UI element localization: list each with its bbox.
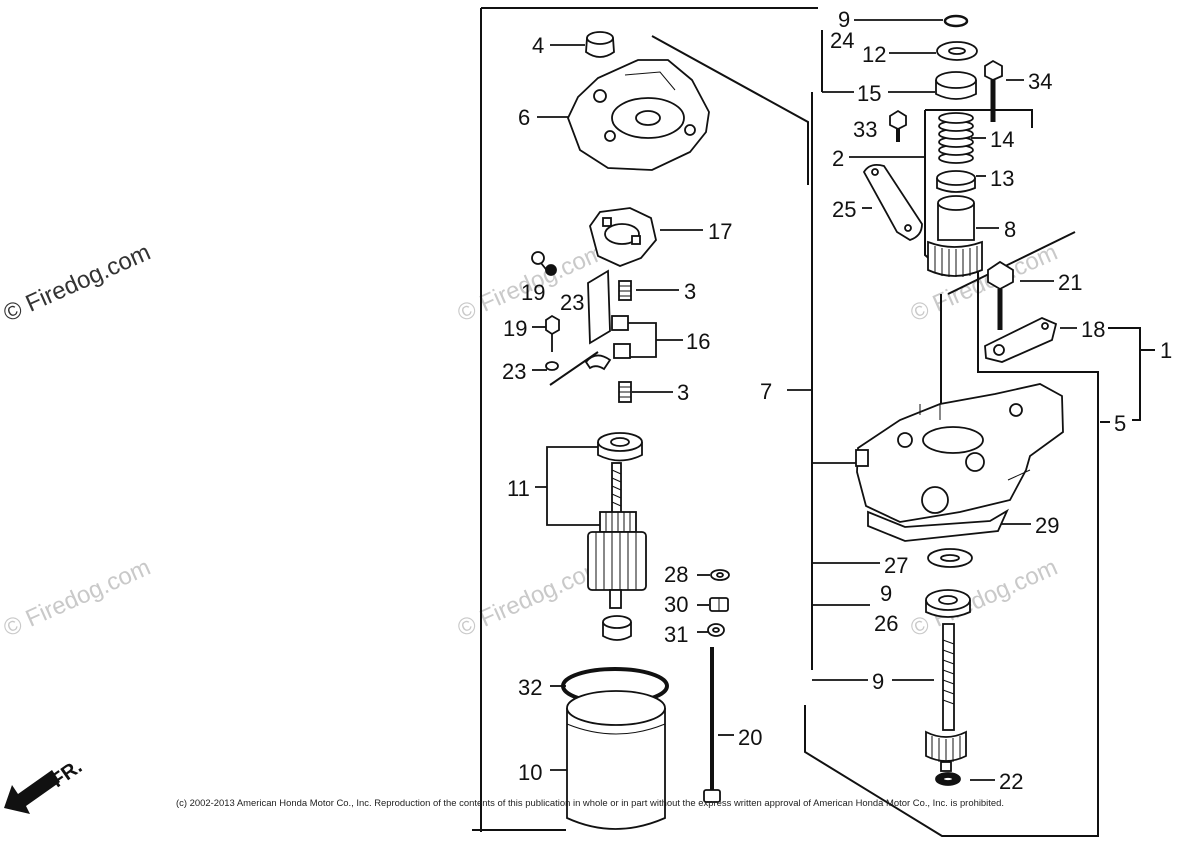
watermark-center-bottom: © Firedog.com bbox=[453, 554, 608, 643]
callout-12: 12 bbox=[862, 42, 886, 67]
callout-14: 14 bbox=[990, 127, 1014, 152]
callout-30: 30 bbox=[664, 592, 688, 617]
callout-10: 10 bbox=[518, 760, 542, 785]
callout-13: 13 bbox=[990, 166, 1014, 191]
part-29-gasket bbox=[867, 508, 1009, 542]
part-6-rear-cover bbox=[567, 59, 710, 171]
callout-24: 24 bbox=[830, 28, 854, 53]
part-5-drive-housing bbox=[855, 383, 1064, 523]
callout-8: 8 bbox=[1004, 217, 1016, 242]
part-14-spring bbox=[938, 112, 974, 164]
callout-19-upper: 19 bbox=[521, 280, 545, 305]
part-17-brush-holder bbox=[589, 207, 657, 267]
frame-lines bbox=[472, 7, 1155, 837]
part-31-washer bbox=[707, 623, 725, 637]
part-3-spring-lower bbox=[618, 381, 632, 403]
callout-33: 33 bbox=[853, 117, 877, 142]
callout-16: 16 bbox=[686, 329, 710, 354]
watermark-left-top: © Firedog.com bbox=[0, 239, 155, 328]
callout-11: 11 bbox=[507, 476, 530, 501]
copyright-notice: (c) 2002-2013 American Honda Motor Co., … bbox=[176, 798, 1004, 808]
part-10-yoke-housing bbox=[566, 690, 666, 830]
part-13-ring bbox=[936, 170, 976, 193]
part-30-nut bbox=[709, 597, 729, 612]
callout-3-upper: 3 bbox=[684, 279, 696, 304]
callout-20: 20 bbox=[738, 725, 762, 750]
callout-9-lower: 9 bbox=[872, 669, 884, 694]
callout-29: 29 bbox=[1035, 513, 1059, 538]
part-3-spring-upper bbox=[618, 280, 632, 301]
part-28-washer bbox=[710, 569, 730, 581]
part-23-washer-upper bbox=[545, 264, 557, 276]
part-26-bearing bbox=[925, 589, 971, 618]
part-11-armature bbox=[587, 432, 647, 609]
part-22-washer bbox=[935, 772, 961, 786]
part-9-circlip-top bbox=[943, 14, 969, 28]
part-8-pinion bbox=[927, 195, 983, 277]
callout-15: 15 bbox=[857, 81, 881, 106]
part-19-screw-lower bbox=[545, 314, 560, 352]
armature-bushing bbox=[602, 615, 632, 641]
part-33-bolt bbox=[889, 109, 907, 142]
callout-22: 22 bbox=[999, 769, 1023, 794]
callout-9-top: 9 bbox=[838, 7, 850, 32]
part-15-collar bbox=[935, 71, 977, 100]
part-21-bolt bbox=[987, 260, 1014, 330]
callout-5: 5 bbox=[1114, 411, 1126, 436]
part-25-plate bbox=[862, 163, 923, 241]
callout-31: 31 bbox=[664, 622, 688, 647]
callout-27: 27 bbox=[884, 553, 908, 578]
callout-2: 2 bbox=[832, 146, 844, 171]
watermark-left-bottom: © Firedog.com bbox=[0, 554, 155, 643]
callout-23-lower: 23 bbox=[502, 359, 526, 384]
callout-17: 17 bbox=[708, 219, 732, 244]
front-arrow-icon bbox=[4, 770, 60, 814]
callout-6: 6 bbox=[518, 105, 530, 130]
callout-18: 18 bbox=[1081, 317, 1105, 342]
callout-34: 34 bbox=[1028, 69, 1052, 94]
part-27-seal bbox=[927, 548, 973, 568]
leader-lines bbox=[532, 19, 1077, 781]
part-9-pinion-shaft bbox=[925, 623, 967, 772]
callout-7: 7 bbox=[760, 379, 772, 404]
callout-23-upper: 23 bbox=[560, 290, 584, 315]
callout-4: 4 bbox=[532, 33, 544, 58]
part-12-washer bbox=[936, 41, 978, 61]
part-4-grommet bbox=[585, 31, 615, 58]
callout-28: 28 bbox=[664, 562, 688, 587]
callout-3-lower: 3 bbox=[677, 380, 689, 405]
part-16-brush-bracket bbox=[584, 269, 631, 371]
part-23-washer-lower bbox=[545, 361, 559, 371]
callout-19-lower: 19 bbox=[503, 316, 527, 341]
callout-25: 25 bbox=[832, 197, 856, 222]
callout-labels: 4 6 17 19 23 3 19 23 16 3 11 28 30 31 32… bbox=[502, 7, 1172, 794]
callout-21: 21 bbox=[1058, 270, 1082, 295]
callout-32: 32 bbox=[518, 675, 542, 700]
front-direction-indicator: FR. bbox=[4, 756, 86, 814]
callout-26: 26 bbox=[874, 611, 898, 636]
callout-1: 1 bbox=[1160, 338, 1172, 363]
part-20-through-bolt bbox=[703, 647, 721, 803]
callout-9-middle: 9 bbox=[880, 581, 892, 606]
part-34-bolt bbox=[984, 59, 1003, 122]
part-18-lever bbox=[984, 317, 1058, 363]
